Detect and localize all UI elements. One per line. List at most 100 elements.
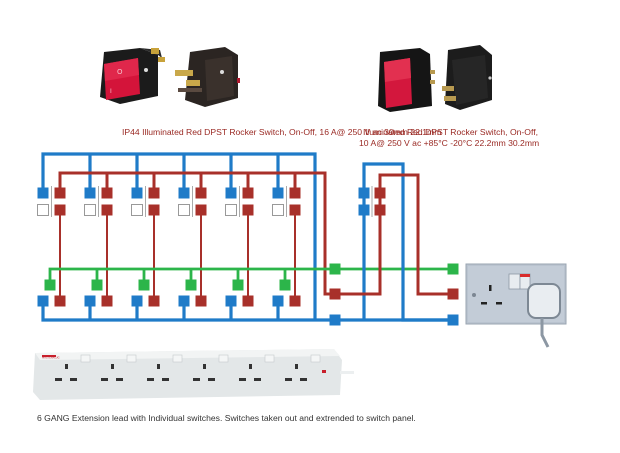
wires	[41, 152, 453, 322]
switch-terminal-neutral	[101, 187, 113, 199]
socket-neon-indicator	[520, 274, 530, 277]
switch-terminal-neutral	[289, 187, 301, 199]
switch-terminal-neutral	[195, 187, 207, 199]
live-pin-slot	[193, 378, 200, 381]
live-pin-slot	[55, 378, 62, 381]
switch-terminal-live	[178, 187, 190, 199]
live-terminal	[131, 295, 143, 307]
neutral-terminal	[148, 295, 160, 307]
live-top-bus	[41, 152, 317, 320]
rocker-switch-10a-rear	[442, 45, 492, 110]
extension-lead: MASTERPLUG	[33, 349, 354, 400]
earth-pin-slot	[295, 364, 298, 369]
switch-terminal-live	[131, 187, 143, 199]
switch-terminal-neutral	[54, 204, 66, 216]
neutral-pin-slot	[208, 378, 215, 381]
switch-terminal-live	[225, 187, 237, 199]
neutral-terminal	[242, 295, 254, 307]
live-pin-slot	[285, 378, 292, 381]
earth-terminal	[232, 279, 244, 291]
gang-switch	[218, 354, 229, 363]
socket-neutral-terminal	[447, 288, 459, 300]
live-pin-slot	[147, 378, 154, 381]
plug	[527, 283, 561, 319]
junction-earth	[329, 263, 341, 275]
rocker-switch-16a-front: O I	[100, 48, 165, 104]
switch-terminal-empty	[37, 204, 49, 216]
switch-terminal-neutral	[195, 204, 207, 216]
switch-terminal-empty	[84, 204, 96, 216]
panel-switch-live-loop	[362, 162, 453, 322]
live-terminal	[225, 295, 237, 307]
extension-brand: MASTERPLUG	[42, 356, 59, 360]
switch-terminal-empty	[225, 204, 237, 216]
panel-switch-terminal-neutral	[374, 204, 386, 216]
neutral-pin-slot	[116, 378, 123, 381]
socket-live-terminal	[447, 314, 459, 326]
neutral-pin-slot	[254, 378, 261, 381]
terminals	[37, 186, 459, 326]
socket-switch	[508, 273, 521, 290]
live-terminal	[178, 295, 190, 307]
switch-terminal-neutral	[148, 187, 160, 199]
switch-terminal-empty	[178, 204, 190, 216]
earth-terminal	[44, 279, 56, 291]
neutral-terminal	[289, 295, 301, 307]
caption-extension-lead: 6 GANG Extension lead with Individual sw…	[37, 413, 416, 423]
wall-socket	[465, 263, 567, 348]
switch-terminal-neutral	[242, 204, 254, 216]
caption-switch-10a-line1: Illuminated Red DPST Rocker Switch, On-O…	[363, 127, 538, 137]
switch-terminal-live	[272, 187, 284, 199]
gang-switch	[126, 354, 137, 363]
panel-switch-terminal-live	[358, 187, 370, 199]
live-pin-slot	[101, 378, 108, 381]
earth-pin-slot	[203, 364, 206, 369]
live-terminal	[37, 295, 49, 307]
earth-terminal	[138, 279, 150, 291]
switch-terminal-neutral	[148, 204, 160, 216]
caption-switch-16a: IP44 Illuminated Red DPST Rocker Switch,…	[122, 127, 442, 137]
earth-pin-slot	[157, 364, 160, 369]
neutral-top-bus	[58, 171, 335, 296]
junction-neutral	[329, 288, 341, 300]
gang-switch	[310, 354, 321, 363]
earth-pin-slot	[249, 364, 252, 369]
earth-terminal	[279, 279, 291, 291]
earth-terminal	[185, 279, 197, 291]
neutral-pin-slot	[70, 378, 77, 381]
live-terminal	[84, 295, 96, 307]
switch-terminal-neutral	[289, 204, 301, 216]
gang-switch	[264, 354, 275, 363]
gang-switch	[172, 354, 183, 363]
panel-switch-terminal-live	[358, 204, 370, 216]
switch-terminal-live	[37, 187, 49, 199]
rocker-switch-16a-rear	[175, 47, 240, 107]
earth-bus	[48, 267, 453, 285]
neutral-terminal	[101, 295, 113, 307]
live-terminal	[272, 295, 284, 307]
panel-switch-neutral-loop	[335, 173, 453, 296]
panel-switch-terminal-neutral	[374, 187, 386, 199]
switch-terminal-neutral	[101, 204, 113, 216]
earth-pin-slot	[65, 364, 68, 369]
switch-terminal-live	[84, 187, 96, 199]
neutral-terminal	[195, 295, 207, 307]
rocker-on-symbol: O	[117, 68, 123, 76]
switch-terminal-neutral	[54, 187, 66, 199]
live-pin-slot	[239, 378, 246, 381]
earth-pin-slot	[111, 364, 114, 369]
rocker-switch-10a-front	[378, 48, 435, 112]
socket-earth-terminal	[447, 263, 459, 275]
neutral-pin-slot	[300, 378, 307, 381]
switch-terminal-empty	[131, 204, 143, 216]
switch-terminal-empty	[272, 204, 284, 216]
neutral-terminal	[54, 295, 66, 307]
gang-switch	[80, 354, 91, 363]
junction-live	[329, 314, 341, 326]
rocker-off-symbol: I	[110, 88, 112, 95]
neutral-pin-slot	[162, 378, 169, 381]
live-bottom-bus	[41, 300, 453, 322]
switch-terminal-neutral	[242, 187, 254, 199]
earth-terminal	[91, 279, 103, 291]
